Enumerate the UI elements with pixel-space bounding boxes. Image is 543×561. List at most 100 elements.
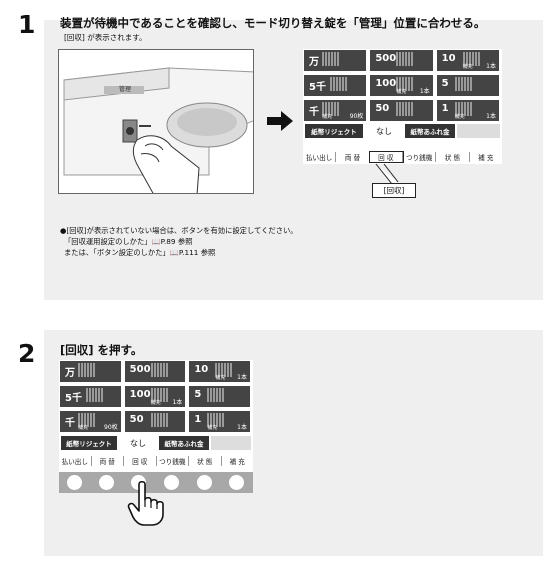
menu-payout[interactable]: 払い出し — [59, 456, 92, 466]
count-value: 1本 — [486, 63, 496, 70]
count-value: 90枚 — [349, 113, 364, 120]
refill-label: 補充 — [396, 89, 407, 95]
step1-number: 1 — [18, 10, 36, 39]
denomination-name: 千 — [65, 418, 75, 429]
level-bars — [207, 413, 225, 427]
reject-label: 紙幣リジェクト — [61, 436, 117, 450]
denomination-name: 500 — [129, 364, 151, 375]
count-value: 90枚 — [104, 424, 118, 431]
callout-collect: [回収] — [372, 183, 416, 198]
level-bars — [462, 52, 480, 66]
count-value: 1本 — [237, 424, 247, 431]
level-bars — [78, 363, 95, 377]
overflow-label: 紙幣あふれ金 — [405, 124, 455, 138]
level-bars — [150, 413, 168, 427]
denomination-cell: 10 補充 1本 — [435, 49, 500, 72]
denomination-cell: 5千 — [59, 385, 122, 408]
denomination-cell: 1 補充 1本 — [188, 410, 251, 433]
level-bars — [150, 388, 168, 402]
menu-exchange[interactable]: 両 替 — [92, 456, 124, 466]
refill-label: 補充 — [215, 375, 226, 381]
denomination-cell: 50 — [369, 99, 434, 122]
denomination-cell: 千補充 90枚 — [303, 99, 368, 122]
level-bars — [396, 102, 414, 116]
level-bars — [150, 363, 168, 377]
button-exchange[interactable] — [99, 475, 114, 490]
denomination-cell: 50 — [123, 410, 187, 433]
denomination-cell: 500 — [123, 360, 187, 383]
denomination-name: 500 — [375, 53, 397, 64]
denomination-cell: 5 — [435, 74, 500, 97]
menu-payout[interactable]: 払い出し — [303, 152, 337, 162]
level-bars — [396, 52, 414, 66]
menu-bar-step1: 払い出し 両 替 回 収 つり銭機 状 態 補 充 — [303, 151, 502, 163]
physical-button-bar — [59, 472, 253, 493]
right-arrow-icon — [267, 111, 293, 135]
menu-refill[interactable]: 補 充 — [229, 458, 245, 466]
refill-label: 補充 — [462, 64, 473, 70]
menu-bar-step2: 払い出し 両 替 回 収 つり銭機 状 態 補 充 — [59, 456, 253, 466]
denomination-cell: 5 — [188, 385, 251, 408]
denomination-name: 5 — [441, 78, 449, 89]
level-bars — [78, 413, 95, 427]
menu-change-machine[interactable]: つり銭機 — [157, 456, 189, 466]
denomination-name: 千 — [309, 107, 319, 118]
denomination-cell: 万 — [303, 49, 368, 72]
denomination-cell: 5千 — [303, 74, 368, 97]
denomination-cell: 万 — [59, 360, 122, 383]
denomination-name: 10 — [441, 53, 456, 64]
button-payout[interactable] — [67, 475, 82, 490]
refill-label: 補充 — [207, 425, 218, 431]
count-value: 1本 — [486, 113, 496, 120]
denomination-name: 万 — [65, 368, 75, 379]
denomination-name: 5 — [194, 389, 202, 400]
level-bars — [322, 52, 339, 66]
level-bars — [207, 388, 225, 402]
button-change-machine[interactable] — [164, 475, 179, 490]
denomination-name: 10 — [194, 364, 209, 375]
level-bars — [454, 102, 472, 116]
step2-number: 2 — [18, 339, 36, 368]
level-bars — [322, 102, 339, 116]
menu-collect[interactable]: 回 収 — [368, 151, 404, 163]
step2-title: [回収] を押す。 — [60, 343, 143, 357]
menu-exchange[interactable]: 両 替 — [336, 152, 370, 162]
menu-change-machine[interactable]: つり銭機 — [403, 152, 437, 162]
denomination-name: 100 — [375, 78, 397, 89]
reject-value: なし — [119, 436, 157, 450]
level-bars — [215, 363, 233, 377]
note-line-3: または、「ボタン設定のしかた」📖P.111 参照 — [64, 248, 216, 257]
menu-collect[interactable]: 回 収 — [124, 456, 157, 466]
refill-label: 補充 — [78, 425, 89, 431]
overflow-label: 紙幣あふれ金 — [159, 436, 209, 450]
device-panel-text: 管理 — [119, 86, 132, 93]
denomination-name: 1 — [194, 414, 202, 425]
denomination-name: 50 — [129, 414, 144, 425]
refill-label: 補充 — [454, 114, 465, 120]
button-refill[interactable] — [229, 475, 244, 490]
pointing-hand-icon — [127, 480, 164, 526]
menu-status[interactable]: 状 態 — [436, 152, 470, 162]
denomination-name: 万 — [309, 57, 319, 68]
level-bars — [396, 77, 414, 91]
refill-label: 補充 — [322, 114, 333, 120]
note-line-2: 「回収運用設定のしかた」📖P.89 参照 — [64, 237, 193, 246]
menu-refill[interactable]: 補 充 — [478, 154, 494, 162]
denomination-name: 100 — [129, 389, 151, 400]
level-bars — [330, 77, 347, 91]
step1-title: 装置が待機中であることを確認し、モード切り替え錠を「管理」位置に合わせる。 — [60, 16, 486, 30]
denomination-name: 5千 — [309, 82, 326, 93]
level-bars — [86, 388, 103, 402]
reject-value: なし — [365, 124, 403, 138]
denomination-cell: 1 補充 1本 — [435, 99, 500, 122]
menu-status[interactable]: 状 態 — [189, 456, 222, 466]
denomination-name: 50 — [375, 103, 390, 114]
device-photo: 管理 — [58, 49, 254, 194]
overflow-value — [457, 124, 500, 138]
denomination-name: 1 — [441, 103, 449, 114]
button-status[interactable] — [197, 475, 212, 490]
